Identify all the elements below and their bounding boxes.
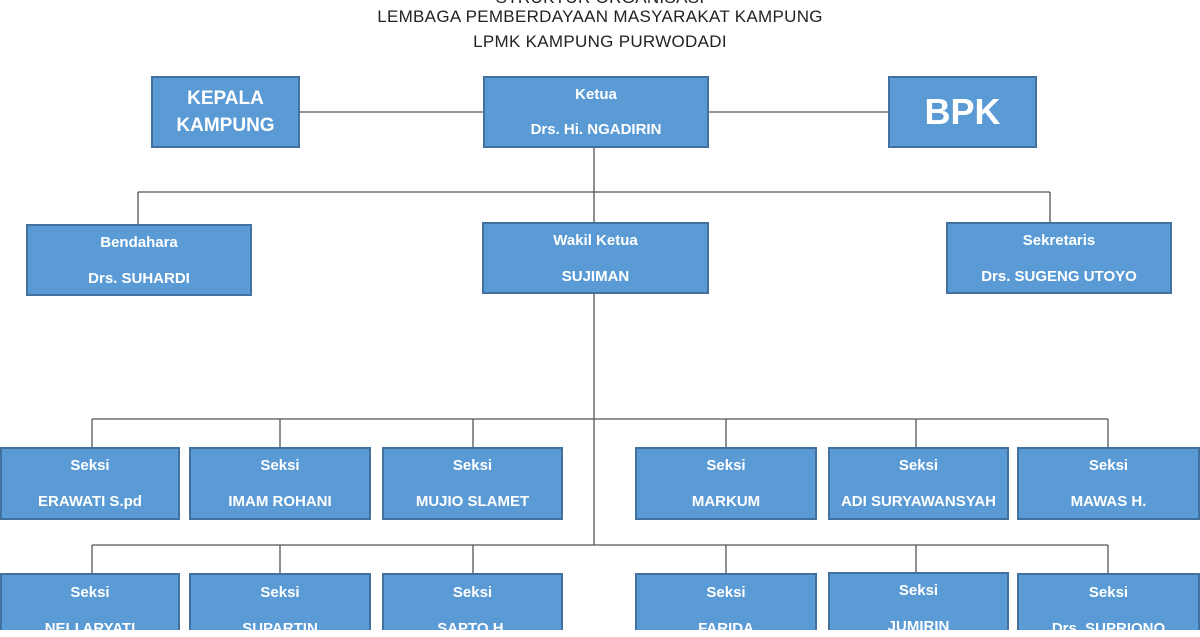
ketua-role: Ketua: [575, 86, 617, 103]
wakil-ketua-box: Wakil Ketua SUJIMAN: [482, 222, 709, 294]
seksi-role: Seksi: [260, 457, 300, 474]
seksi-role: Seksi: [898, 457, 939, 474]
seksi-box: Seksi MUJIO SLAMET: [382, 447, 563, 520]
bpk-label: BPK: [924, 91, 1001, 132]
seksi-role: Seksi: [452, 584, 493, 601]
seksi-name: SUPARTIN: [242, 620, 318, 637]
seksi-box: Seksi Drs. SUPRIONO: [1017, 573, 1200, 637]
seksi-role: Seksi: [1088, 584, 1129, 601]
seksi-name: JUMIRIN: [887, 618, 950, 635]
seksi-role: Seksi: [898, 582, 939, 599]
bendahara-role: Bendahara: [100, 234, 178, 251]
seksi-role: Seksi: [260, 584, 300, 601]
sekretaris-name: Drs. SUGENG UTOYO: [981, 268, 1137, 285]
seksi-name: MAWAS H.: [1070, 493, 1147, 510]
seksi-box: Seksi MARKUM: [635, 447, 817, 520]
seksi-name: MARKUM: [691, 493, 761, 510]
seksi-role: Seksi: [1088, 457, 1129, 474]
seksi-name: FARIDA: [698, 620, 754, 637]
seksi-role: Seksi: [706, 584, 746, 601]
seksi-box: Seksi MAWAS H.: [1017, 447, 1200, 520]
wakil-ketua-name: SUJIMAN: [561, 268, 630, 285]
bpk-box: BPK: [888, 76, 1037, 148]
seksi-role: Seksi: [70, 584, 110, 601]
seksi-box: Seksi FARIDA: [635, 573, 817, 637]
seksi-name: ERAWATI S.pd: [38, 493, 142, 510]
seksi-name: IMAM ROHANI: [228, 493, 332, 510]
seksi-name: NELI ARYATI: [44, 620, 136, 637]
bendahara-box: Bendahara Drs. SUHARDI: [26, 224, 252, 296]
seksi-box: Seksi IMAM ROHANI: [189, 447, 371, 520]
seksi-box: Seksi NELI ARYATI: [0, 573, 180, 637]
seksi-name: SAPTO H.: [437, 620, 508, 637]
ketua-name: Drs. Hi. NGADIRIN: [530, 121, 662, 138]
seksi-role: Seksi: [706, 457, 746, 474]
seksi-name: ADI SURYAWANSYAH: [840, 493, 997, 510]
sekretaris-box: Sekretaris Drs. SUGENG UTOYO: [946, 222, 1172, 294]
wakil-ketua-role: Wakil Ketua: [553, 232, 638, 249]
seksi-box: Seksi SAPTO H.: [382, 573, 563, 637]
kepala-kampung-box: KEPALA KAMPUNG: [151, 76, 300, 148]
bendahara-name: Drs. SUHARDI: [88, 270, 190, 287]
sekretaris-role: Sekretaris: [1022, 232, 1096, 249]
seksi-role: Seksi: [70, 457, 110, 474]
seksi-box: Seksi ERAWATI S.pd: [0, 447, 180, 520]
seksi-box: Seksi ADI SURYAWANSYAH: [828, 447, 1009, 520]
seksi-name: MUJIO SLAMET: [415, 493, 530, 510]
chart-subtitle-organization: LEMBAGA PEMBERDAYAAN MASYARAKAT KAMPUNG: [377, 7, 823, 26]
chart-subtitle-location: LPMK KAMPUNG PURWODADI: [473, 32, 727, 51]
chart-title: STRUKTUR ORGANISASI: [0, 0, 1200, 8]
seksi-role: Seksi: [452, 457, 493, 474]
kepala-kampung-line2: KAMPUNG: [176, 115, 275, 136]
seksi-name: Drs. SUPRIONO: [1051, 620, 1166, 637]
kepala-kampung-line1: KEPALA: [187, 88, 264, 109]
seksi-box: Seksi JUMIRIN: [828, 572, 1009, 635]
seksi-box: Seksi SUPARTIN: [189, 573, 371, 637]
ketua-box: Ketua Drs. Hi. NGADIRIN: [483, 76, 709, 148]
